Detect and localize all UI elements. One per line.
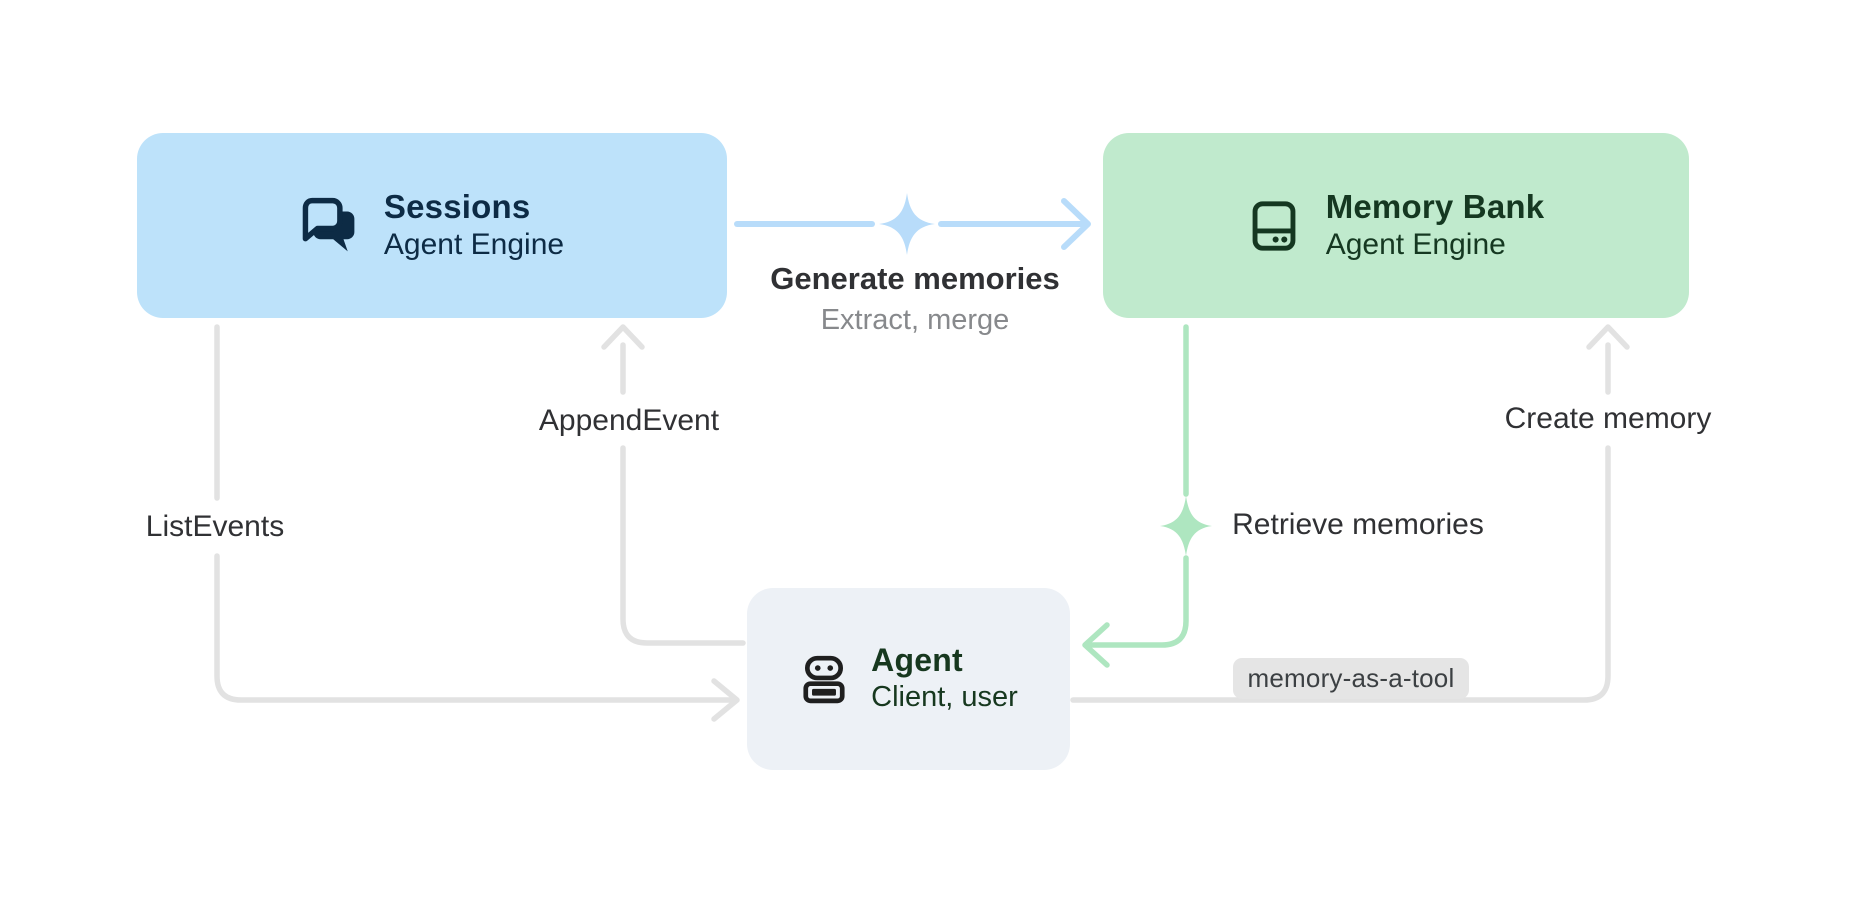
label-append-event: AppendEvent <box>538 404 720 437</box>
retrieve-memories-arrow <box>1082 324 1212 668</box>
label-generate-memories: Generate memories Extract, merge <box>770 260 1059 338</box>
memory-as-a-tool-chip: memory-as-a-tool <box>1233 658 1469 699</box>
node-agent: Agent Client, user <box>747 588 1070 770</box>
node-title: Memory Bank <box>1325 187 1545 225</box>
append-event-arrow <box>601 324 746 646</box>
node-subtitle: Agent Engine <box>383 227 565 261</box>
label-retrieve-memories: Retrieve memories <box>1232 508 1484 541</box>
label-generate-memories-main: Generate memories <box>770 261 1060 297</box>
storage-icon <box>1252 200 1296 251</box>
node-title: Sessions <box>383 187 531 225</box>
robot-icon <box>803 655 845 704</box>
node-sessions: Sessions Agent Engine <box>137 133 727 318</box>
label-generate-memories-sub: Extract, merge <box>820 304 1010 337</box>
node-text: Memory Bank Agent Engine <box>1326 188 1545 264</box>
sparkle-icon <box>879 193 935 255</box>
generate-memories-arrow <box>734 193 1091 255</box>
node-title: Agent <box>871 642 963 679</box>
node-subtitle: Agent Engine <box>1325 227 1506 261</box>
create-memory-arrow <box>1070 324 1630 703</box>
label-list-events: ListEvents <box>145 510 285 543</box>
list-events-arrow <box>214 324 740 722</box>
node-text: Sessions Agent Engine <box>384 188 564 264</box>
chat-icon <box>302 197 355 251</box>
label-create-memory: Create memory <box>1504 402 1712 435</box>
node-memory-bank: Memory Bank Agent Engine <box>1103 133 1689 318</box>
node-text: Agent Client, user <box>871 642 1018 715</box>
sparkle-icon <box>1160 496 1212 556</box>
node-subtitle: Client, user <box>871 681 1018 714</box>
